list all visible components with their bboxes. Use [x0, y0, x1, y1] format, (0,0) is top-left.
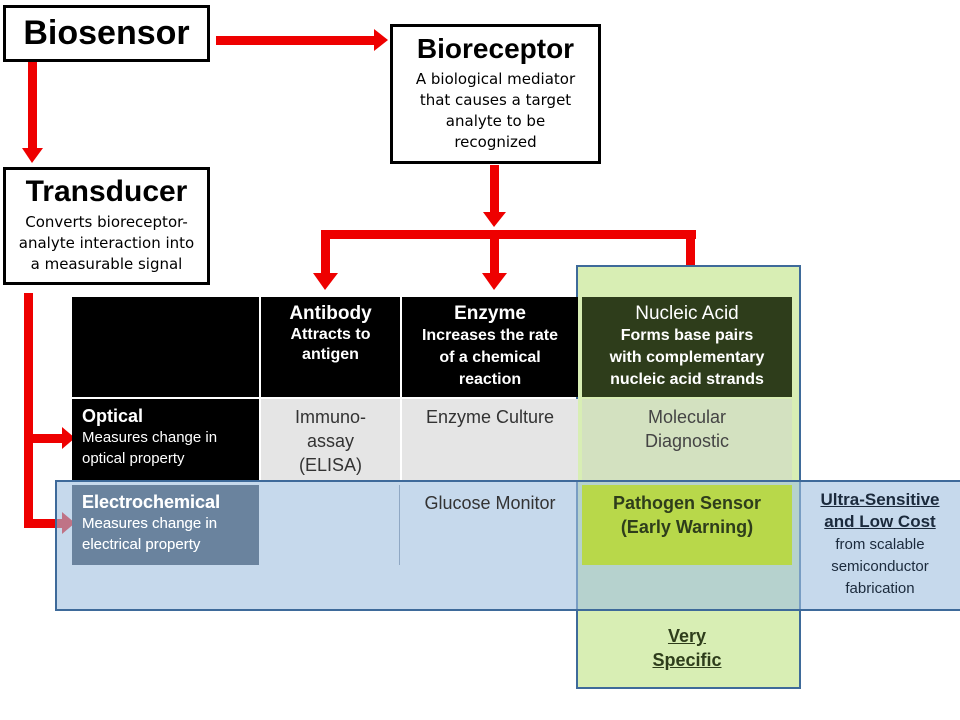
electrochemical-desc-line: Measures change in [82, 515, 218, 532]
ultra-sensitive-desc-line: fabrication [845, 580, 915, 597]
cell-text-line: Glucose Monitor [424, 493, 556, 513]
electrochemical-label-text: Electrochemical Measures change in elect… [72, 485, 259, 565]
cell-text-line: Diagnostic [644, 431, 730, 451]
bioreceptor-desc-line: analyte to be [445, 112, 546, 130]
cell-text-line: Immuno- [294, 407, 366, 427]
bioreceptor-title: Bioreceptor [416, 33, 575, 64]
cell-text-line: (ELISA) [298, 455, 363, 475]
header-enzyme-name: Enzyme [454, 303, 526, 324]
arrow-biosensor-to-bioreceptor [216, 29, 388, 51]
biosensor-title: Biosensor [23, 14, 190, 52]
header-nucleic-acid-desc-line: nucleic acid strands [610, 371, 764, 388]
cell-optical-enzyme: Enzyme Culture [402, 399, 578, 481]
electrochemical-name-overlay: Electrochemical [82, 492, 221, 512]
ultra-sensitive-desc-line: from scalable [835, 536, 925, 553]
cell-optical-antibody: Immuno- assay (ELISA) [261, 399, 400, 481]
very-specific-line: Specific [652, 650, 722, 670]
very-specific-callout: Very Specific [582, 624, 792, 674]
header-antibody-name: Antibody [289, 303, 372, 324]
header-enzyme-desc-line: of a chemical [439, 349, 541, 366]
transducer-title: Transducer [25, 175, 188, 208]
header-enzyme-desc-line: reaction [458, 371, 522, 388]
bioreceptor-desc-line: that causes a target [419, 91, 572, 109]
header-cell-enzyme: Enzyme Increases the rate of a chemical … [402, 297, 578, 397]
header-cell-nucleic-acid: Nucleic Acid Forms base pairs with compl… [582, 297, 792, 397]
arrow-to-antibody [313, 230, 338, 290]
biosensor-box: Biosensor [3, 5, 210, 62]
cell-electrochemical-nucleic-acid: Pathogen Sensor (Early Warning) [582, 485, 792, 565]
cell-text-line: Molecular [647, 407, 727, 427]
header-antibody-desc-line: Attracts to [290, 326, 371, 343]
transducer-description: Converts bioreceptor- analyte interactio… [6, 212, 207, 275]
arrow-to-optical [24, 427, 75, 449]
arrow-to-enzyme [482, 230, 507, 290]
distribution-bar [321, 230, 696, 239]
arrow-transducer-down [24, 293, 33, 528]
electrochemical-desc-line: electrical property [82, 536, 201, 553]
arrow-bioreceptor-down [483, 165, 506, 227]
cell-electrochemical-antibody [261, 485, 400, 565]
header-nucleic-acid-name: Nucleic Acid [635, 303, 739, 324]
cell-text-line: Enzyme Culture [425, 407, 555, 427]
arrow-biosensor-to-transducer [22, 62, 43, 163]
header-antibody-desc-line: antigen [302, 346, 359, 363]
optical-desc-line: optical property [82, 450, 185, 467]
ultra-sensitive-desc-line: semiconductor [831, 558, 929, 575]
optical-name: Optical [82, 406, 144, 426]
cell-text-line: Pathogen Sensor [612, 493, 762, 513]
row-label-optical: Optical Measures change in optical prope… [72, 399, 259, 481]
ultra-sensitive-title-line: and Low Cost [824, 512, 936, 531]
transducer-desc-line: analyte interaction into [18, 234, 195, 252]
cell-text-line: (Early Warning) [620, 517, 754, 537]
header-nucleic-acid-desc-line: Forms base pairs [620, 327, 754, 344]
transducer-desc-line: a measurable signal [30, 255, 183, 273]
bioreceptor-desc-line: recognized [454, 133, 537, 151]
header-cell-antibody: Antibody Attracts to antigen [261, 297, 400, 397]
cell-optical-nucleic-acid: Molecular Diagnostic [582, 399, 792, 481]
header-enzyme-desc-line: Increases the rate [421, 327, 559, 344]
bioreceptor-description: A biological mediator that causes a targ… [393, 69, 598, 153]
ultra-sensitive-callout: Ultra-Sensitive and Low Cost from scalab… [802, 489, 958, 607]
table-corner-cell [72, 297, 259, 397]
bioreceptor-desc-line: A biological mediator [415, 70, 576, 88]
ultra-sensitive-title-line: Ultra-Sensitive [820, 490, 940, 509]
very-specific-line: Very [667, 626, 707, 646]
transducer-box: Transducer Converts bioreceptor- analyte… [3, 167, 210, 285]
header-nucleic-acid-desc-line: with complementary [609, 349, 765, 366]
electrochemical-band-highlight [55, 480, 960, 611]
transducer-desc-line: Converts bioreceptor- [25, 213, 188, 231]
optical-desc-line: Measures change in [82, 429, 218, 446]
bioreceptor-box: Bioreceptor A biological mediator that c… [390, 24, 601, 164]
cell-text-line: assay [306, 431, 355, 451]
cell-electrochemical-enzyme: Glucose Monitor [402, 485, 578, 565]
